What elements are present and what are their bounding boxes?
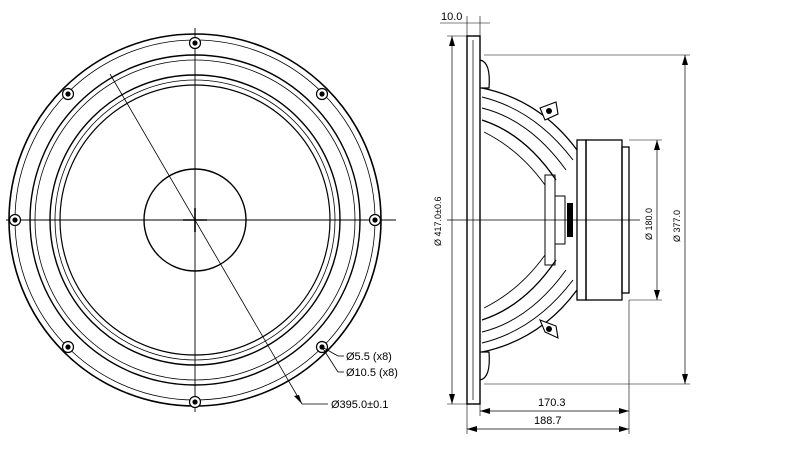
od-arrow-top bbox=[449, 36, 455, 46]
total-depth-label: 188.7 bbox=[534, 415, 562, 427]
basket-arm-top-3 bbox=[481, 107, 567, 171]
cone-profile-top bbox=[483, 131, 546, 186]
basket-arm-bottom-outer bbox=[481, 289, 578, 353]
total-depth-arrow-left bbox=[467, 426, 477, 432]
magnet-arrow-bottom bbox=[654, 290, 660, 300]
bolt-circle-label: Ø395.0±0.1 bbox=[331, 399, 388, 411]
basket-arm-bottom-inner bbox=[481, 259, 557, 321]
basket-arm-bottom-3 bbox=[481, 269, 567, 333]
cutout-arrow-bottom bbox=[682, 374, 688, 384]
od-arrow-bottom bbox=[449, 394, 455, 404]
outer-diameter-label: Ø 417.0±0.6 bbox=[433, 197, 443, 246]
total-depth-arrow-right bbox=[619, 426, 629, 432]
mounting-hole-top-left bbox=[61, 87, 75, 101]
mounting-hole-bottom bbox=[188, 395, 202, 409]
front-view: Ø5.5 (x8) Ø10.5 (x8) Ø395.0±0.1 bbox=[6, 28, 398, 412]
mounting-hole-top-right bbox=[315, 87, 329, 101]
mounting-hole-bottom-left bbox=[61, 340, 75, 354]
surround-bottom bbox=[479, 351, 490, 381]
magnet-arrow-top bbox=[654, 140, 660, 150]
magnet-diameter-label: Ø 180.0 bbox=[644, 208, 654, 240]
hole-small-leader bbox=[321, 346, 339, 357]
basket-arm-top-outer bbox=[481, 87, 578, 151]
basket-arm-top-inner bbox=[481, 119, 557, 181]
bolt-circle-arrow bbox=[294, 395, 302, 404]
depth-mount-arrow-left bbox=[480, 408, 490, 414]
mounting-hole-top bbox=[188, 36, 202, 50]
terminal-top bbox=[539, 101, 559, 121]
bolt-circle-diameter-line bbox=[109, 73, 303, 405]
depth-mount-arrow-right bbox=[619, 408, 629, 414]
surround-top bbox=[479, 59, 490, 89]
terminal-bottom bbox=[539, 319, 559, 339]
hole-small-label: Ø5.5 (x8) bbox=[346, 351, 392, 363]
basket-arm-top-2 bbox=[481, 96, 574, 161]
hole-large-leader bbox=[321, 346, 339, 373]
mounting-hole-right bbox=[368, 213, 382, 227]
cone-profile-bottom bbox=[483, 254, 546, 309]
cutout-arrow-top bbox=[682, 55, 688, 65]
flange-thickness-label: 10.0 bbox=[441, 11, 462, 23]
mounting-hole-left bbox=[8, 213, 22, 227]
hole-large-label: Ø10.5 (x8) bbox=[346, 367, 398, 379]
basket-arm-bottom-2 bbox=[481, 279, 574, 344]
side-view: Ø 417.0±0.6 10.0 Ø 180.0 Ø 377.0 170.3 1 bbox=[433, 11, 690, 434]
cutout-diameter-label: Ø 377.0 bbox=[672, 210, 682, 242]
depth-mount-label: 170.3 bbox=[538, 397, 566, 409]
